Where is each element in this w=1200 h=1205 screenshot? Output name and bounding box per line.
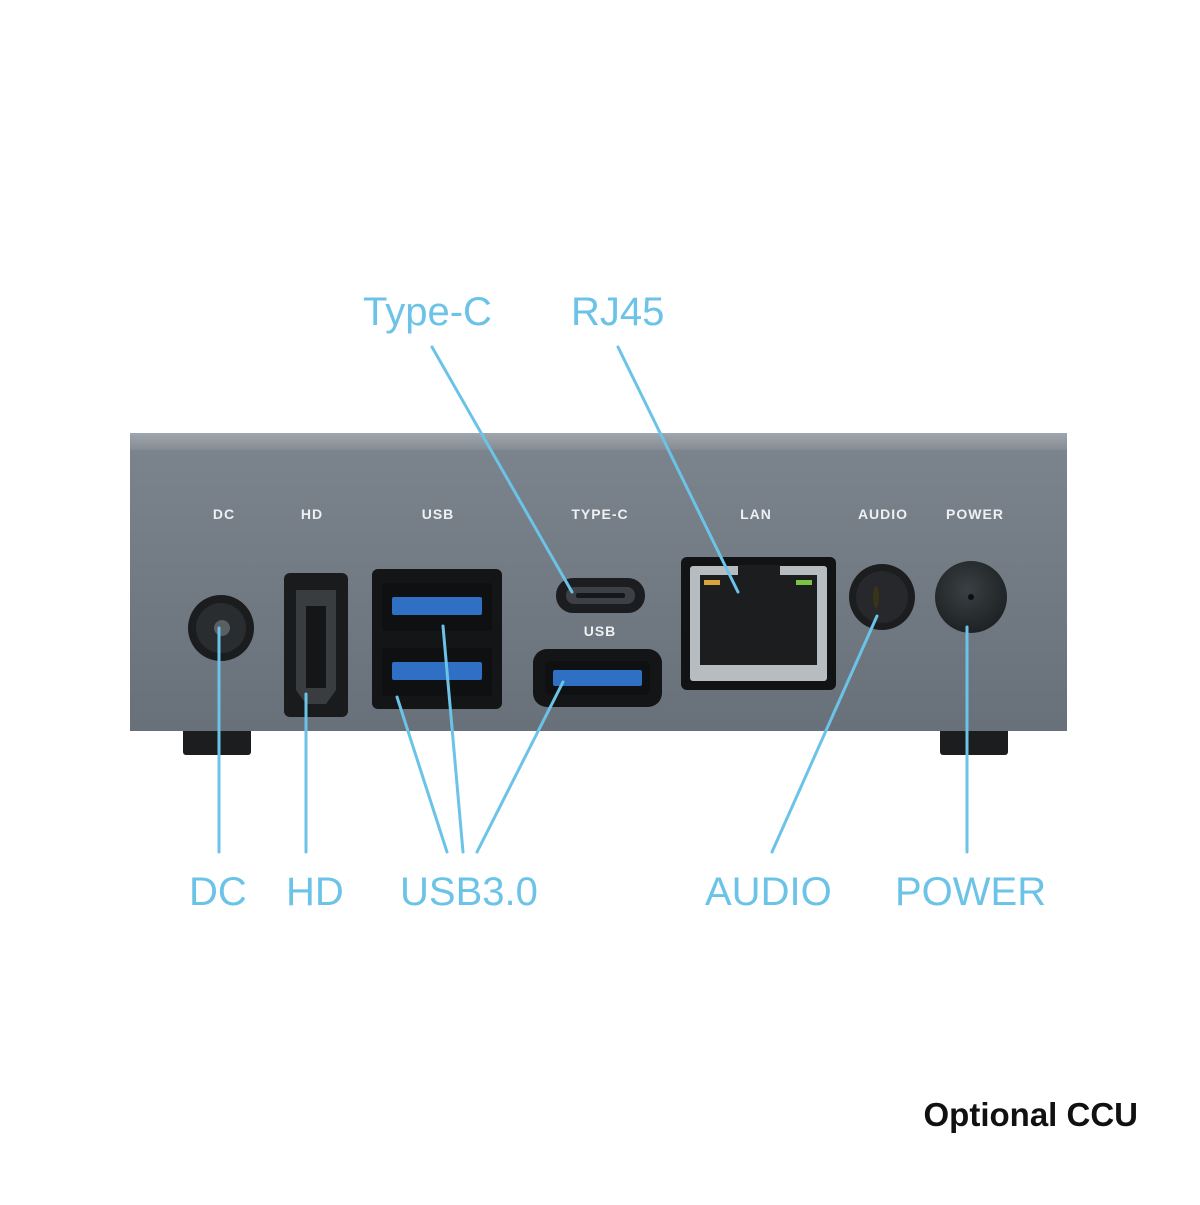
usb-single-port	[533, 649, 662, 707]
hdmi-port	[284, 573, 348, 717]
leader-type-c	[430, 345, 574, 594]
label-usb: USB	[422, 506, 455, 522]
usb-port-bottom	[392, 662, 482, 680]
leader-usb-single	[475, 680, 565, 854]
callout-type-c: Type-C	[363, 290, 492, 334]
callout-rj45: RJ45	[571, 290, 665, 334]
foot-right	[940, 727, 1008, 755]
leader-audio	[770, 614, 879, 854]
foot-left	[183, 727, 251, 755]
power-button	[935, 561, 1007, 633]
rj45-port	[681, 557, 836, 690]
usb-port-top	[392, 597, 482, 615]
callout-usb3: USB3.0	[400, 870, 538, 914]
label-hd: HD	[301, 506, 323, 522]
audio-jack	[849, 564, 915, 630]
leader-rj45	[616, 345, 740, 594]
label-type-c: TYPE-C	[571, 506, 628, 522]
type-c-port	[556, 578, 645, 613]
label-dc: DC	[213, 506, 235, 522]
callout-audio: AUDIO	[705, 870, 832, 914]
callout-power: POWER	[895, 870, 1047, 914]
label-usb-lower: USB	[584, 623, 617, 639]
dc-jack	[188, 595, 254, 661]
label-lan: LAN	[740, 506, 772, 522]
label-power: POWER	[946, 506, 1004, 522]
chassis-top-edge	[130, 433, 1067, 453]
usb-dual-port	[372, 569, 502, 709]
leader-usb-top	[441, 624, 465, 854]
figure-caption: Optional CCU	[923, 1096, 1138, 1133]
callout-hd: HD	[286, 870, 344, 914]
callout-dc: DC	[189, 870, 247, 914]
leader-usb-bottom	[395, 695, 449, 854]
label-audio: AUDIO	[858, 506, 908, 522]
